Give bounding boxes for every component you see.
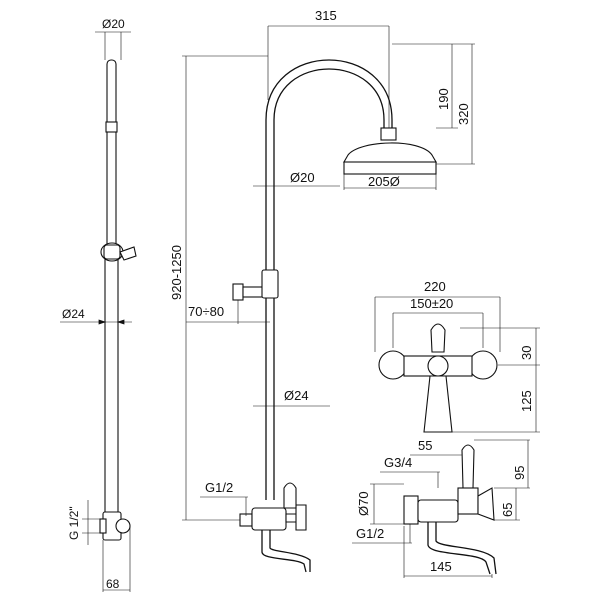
slider-handle [119,246,137,261]
side-valve [457,487,479,515]
arrow [98,319,107,325]
width-68-label: 68 [106,577,120,591]
side-mixer-body [417,499,459,523]
wall-bracket-plate [232,283,244,301]
side-g34-label: G3/4 [384,455,412,470]
shower-column-view: 315 205Ø 190 320 Ø20 920-1250 [169,8,475,573]
side-d70-label: Ø70 [356,491,371,516]
rod-top-diameter-label: Ø20 [102,17,125,31]
mixer-height-30-label: 30 [519,346,534,360]
mixer-center [427,355,449,377]
bottom-cap [115,518,131,534]
shower-head-dome [343,142,437,163]
mixer-width-label: 220 [424,279,446,294]
lower-rod [104,254,119,526]
side-wall-plate [403,495,419,525]
left-rod-view: Ø20 Ø24 G 1/2" 68 [60,17,137,592]
mixer-lever [430,323,446,353]
side-g12-label: G1/2 [356,526,384,541]
spout-inner [269,530,311,572]
upper-pipe-diameter-label: Ø20 [290,170,315,185]
lower-pipe-diameter-label: Ø24 [284,388,309,403]
arrow [116,319,125,325]
left-cross-handle [378,350,408,380]
thread-g12-label: G1/2 [205,480,233,495]
slider-ring [103,244,121,260]
cross-handle [295,504,307,531]
mixer-side-view: 55 G3/4 Ø70 95 65 G1/2 145 [352,438,530,578]
head-connector [380,127,397,141]
pipe-clamp [261,269,279,299]
shower-drop-label: 190 [436,88,451,110]
rod-joint [105,121,118,133]
mixer-centers-label: 150±20 [410,296,453,311]
mixer-spout-front [423,375,453,433]
upper-rod [106,59,117,251]
shower-head-plate [343,161,437,175]
head-diameter-label: 205Ø [368,174,400,189]
arm-width-label: 315 [315,8,337,23]
wall-distance-label: 70÷80 [188,304,224,319]
side-spout-inner [435,522,497,575]
mixer-body [251,507,287,531]
thread-stub [99,518,107,534]
side-cross-handle [477,487,495,521]
wall-bracket-arm [242,286,264,298]
gooseneck-outer [265,59,393,500]
side-lever [461,444,475,489]
side-95-label: 95 [512,466,527,480]
rod-bottom-diameter-label: Ø24 [62,307,85,321]
height-range-label: 920-1250 [169,245,184,300]
side-55-label: 55 [418,438,432,453]
spout [261,530,307,573]
mixer-height-125-label: 125 [519,390,534,412]
mixer-front-view: 220 150±20 30 125 [374,279,540,433]
gooseneck-inner [273,68,385,500]
thread-left-label: G 1/2" [67,506,81,540]
lever-handle [283,482,297,509]
side-145-label: 145 [430,559,452,574]
side-spout [427,522,491,575]
right-cross-handle [468,350,498,380]
side-65-label: 65 [500,503,515,517]
shower-total-drop-label: 320 [456,103,471,125]
